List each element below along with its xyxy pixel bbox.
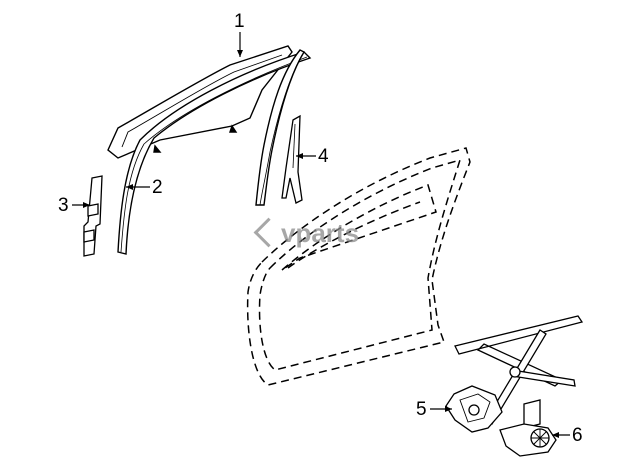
regulator-motor — [499, 399, 557, 457]
callout-5: 5 — [416, 399, 427, 420]
watermark-mark-icon — [253, 217, 284, 248]
window-regulator — [445, 315, 584, 433]
leader-lines — [72, 32, 570, 438]
callout-1: 1 — [234, 11, 245, 32]
watermark-text: vparts — [281, 218, 360, 248]
callout-3: 3 — [58, 195, 69, 216]
door-outline — [246, 147, 471, 386]
callout-6: 6 — [572, 425, 583, 446]
rear-division-channel — [281, 114, 303, 204]
callout-2: 2 — [152, 177, 163, 198]
callout-4: 4 — [318, 146, 329, 167]
glass-run-channel — [117, 49, 312, 255]
watermark-logo: vparts — [253, 217, 360, 249]
lower-channel-bracket — [83, 175, 103, 257]
